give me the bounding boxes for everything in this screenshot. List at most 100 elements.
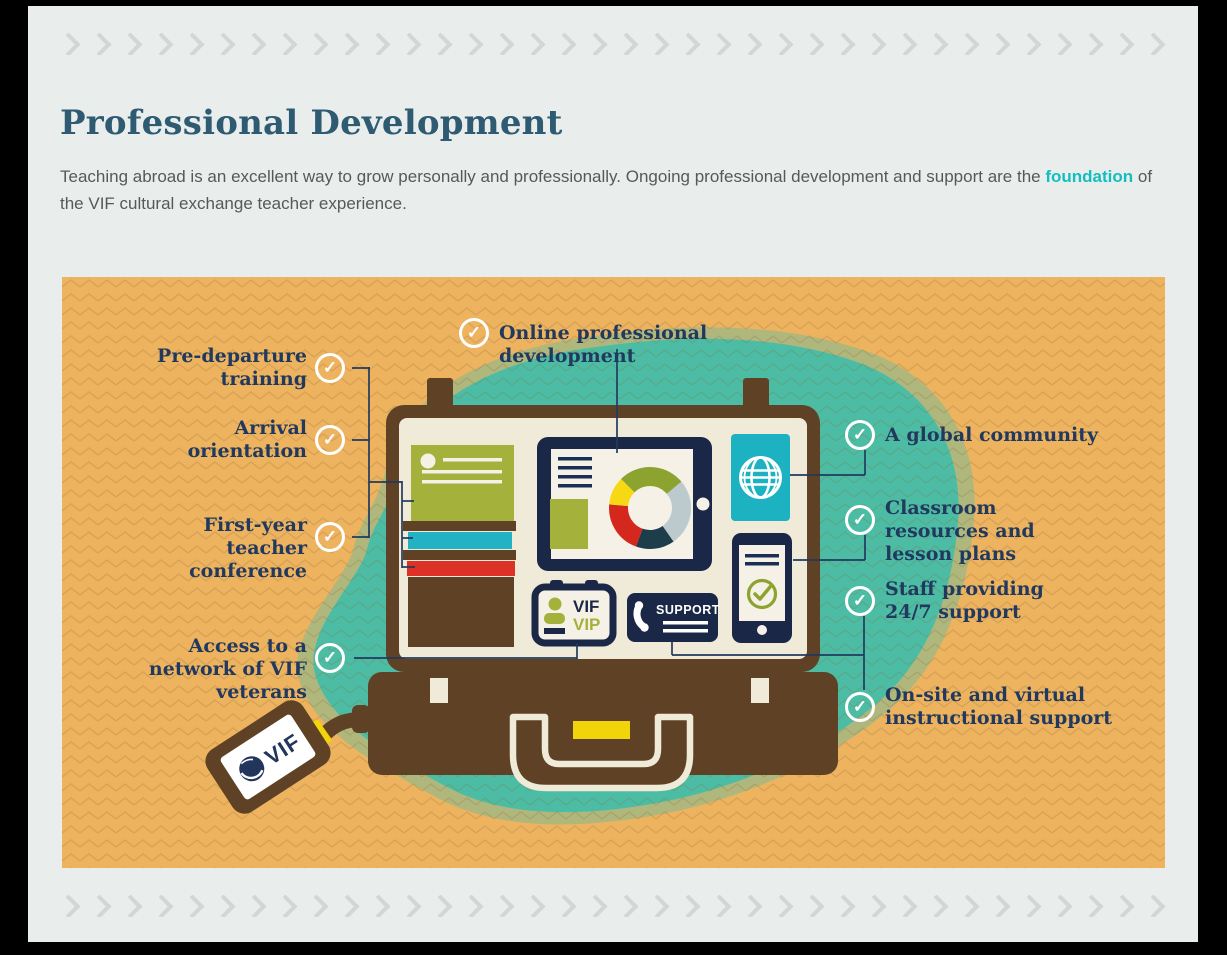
label-a-global-community: A global community xyxy=(885,424,1099,446)
person-icon xyxy=(544,597,565,624)
professional-development-infographic: VIF xyxy=(62,277,1165,868)
label-staff-247-support: Staff providing 24/7 support xyxy=(885,578,1044,623)
check-glyph: ✓ xyxy=(852,696,868,716)
tablet xyxy=(537,437,712,571)
chevron-right-icon xyxy=(60,895,81,917)
phone-handset-icon xyxy=(633,601,649,632)
chevron-right-icon xyxy=(583,33,608,55)
chevron-right-icon xyxy=(614,33,639,55)
book-stack xyxy=(403,521,516,647)
chevron-right-icon xyxy=(645,33,670,55)
chevron-right-icon xyxy=(800,895,825,917)
chevron-right-icon xyxy=(397,33,422,55)
support-sign: SUPPORT xyxy=(627,593,720,642)
chevron-right-icon xyxy=(1017,895,1042,917)
document-card xyxy=(411,445,514,521)
check-glyph: ✓ xyxy=(322,647,338,667)
connector-lines xyxy=(352,349,866,690)
chevron-right-icon xyxy=(924,33,949,55)
chevron-right-icon xyxy=(118,33,143,55)
tablet-home-button xyxy=(696,497,710,511)
infographic-illustration: VIF xyxy=(62,277,1165,868)
intro-text-before: Teaching abroad is an excellent way to g… xyxy=(60,167,1046,186)
badge-vip-label: VIP xyxy=(573,615,600,634)
label-first-year-teacher-conference: First-year teacher conference xyxy=(189,514,307,582)
chevron-right-icon xyxy=(1141,895,1166,917)
check-glyph: ✓ xyxy=(852,509,868,529)
chevron-right-icon xyxy=(645,895,670,917)
badge-vif-label: VIF xyxy=(573,597,599,616)
chevron-right-icon xyxy=(521,895,546,917)
chevron-right-icon xyxy=(180,895,205,917)
chevron-right-icon xyxy=(304,33,329,55)
lock-plate xyxy=(573,721,630,739)
strap-anchor xyxy=(352,705,370,733)
chevron-right-icon xyxy=(428,33,453,55)
chevron-right-icon xyxy=(397,895,422,917)
page-panel: Professional Development Teaching abroad… xyxy=(28,6,1198,942)
chevron-right-icon xyxy=(1048,33,1073,55)
label-online-professional-development: Online professional development xyxy=(499,322,708,367)
check-icon: ✓ xyxy=(845,420,875,450)
donut-chart-icon xyxy=(608,467,691,549)
chevron-right-icon xyxy=(955,895,980,917)
chevron-right-icon xyxy=(273,895,298,917)
chevron-right-icon xyxy=(769,895,794,917)
chevron-right-icon xyxy=(335,895,360,917)
chevron-right-icon xyxy=(707,33,732,55)
vif-logo-globe-icon xyxy=(239,756,265,782)
chevron-right-icon xyxy=(800,33,825,55)
label-classroom-resources: Classroom resources and lesson plans xyxy=(885,497,1035,565)
chevron-right-icon xyxy=(1110,33,1135,55)
chevron-right-icon xyxy=(552,33,577,55)
folder xyxy=(408,577,514,647)
chevron-right-icon xyxy=(1017,33,1042,55)
chevron-right-icon xyxy=(552,895,577,917)
page-title: Professional Development xyxy=(60,103,563,143)
check-icon: ✓ xyxy=(315,522,345,552)
chevron-right-icon xyxy=(583,895,608,917)
intro-text-after: of the VIF cultural exchange teacher exp… xyxy=(60,167,1153,213)
check-glyph: ✓ xyxy=(322,429,338,449)
chevron-right-icon xyxy=(738,33,763,55)
label-arrival-orientation: Arrival orientation xyxy=(187,417,307,462)
chevron-right-icon xyxy=(149,33,174,55)
chevron-right-icon xyxy=(893,895,918,917)
support-sign-label: SUPPORT xyxy=(656,603,720,617)
chevron-right-icon xyxy=(459,895,484,917)
chevron-right-icon xyxy=(862,895,887,917)
chevron-right-icon xyxy=(490,895,515,917)
chevron-right-icon xyxy=(738,895,763,917)
passport xyxy=(731,434,790,521)
vif-vip-badge: VIF VIP xyxy=(531,580,617,647)
chevron-right-icon xyxy=(831,895,856,917)
check-icon: ✓ xyxy=(845,586,875,616)
chevron-right-icon xyxy=(211,895,236,917)
check-icon: ✓ xyxy=(315,353,345,383)
chevron-right-icon xyxy=(831,33,856,55)
check-glyph: ✓ xyxy=(852,590,868,610)
chevron-divider-bottom xyxy=(60,895,1166,917)
latch-left xyxy=(430,678,448,703)
suitcase-hinge-right xyxy=(743,378,769,410)
chevron-right-icon xyxy=(1048,895,1073,917)
chevron-right-icon xyxy=(242,33,267,55)
chevron-right-icon xyxy=(87,895,112,917)
chevron-right-icon xyxy=(87,33,112,55)
luggage-tag: VIF xyxy=(205,700,331,814)
chevron-right-icon xyxy=(60,33,81,55)
suitcase-handle xyxy=(509,713,694,792)
check-icon: ✓ xyxy=(459,318,489,348)
chevron-right-icon xyxy=(149,895,174,917)
chevron-right-icon xyxy=(211,33,236,55)
check-glyph: ✓ xyxy=(852,424,868,444)
card-avatar-dot xyxy=(420,453,436,469)
check-icon: ✓ xyxy=(845,692,875,722)
label-onsite-virtual-support: On-site and virtual instructional suppor… xyxy=(885,684,1113,729)
chevron-right-icon xyxy=(986,33,1011,55)
chevron-right-icon xyxy=(490,33,515,55)
chevron-right-icon xyxy=(521,33,546,55)
label-pre-departure-training: Pre-departure training xyxy=(157,345,307,390)
label-access-network-vif-veterans: Access to a network of VIF veterans xyxy=(148,635,307,703)
chevron-right-icon xyxy=(335,33,360,55)
